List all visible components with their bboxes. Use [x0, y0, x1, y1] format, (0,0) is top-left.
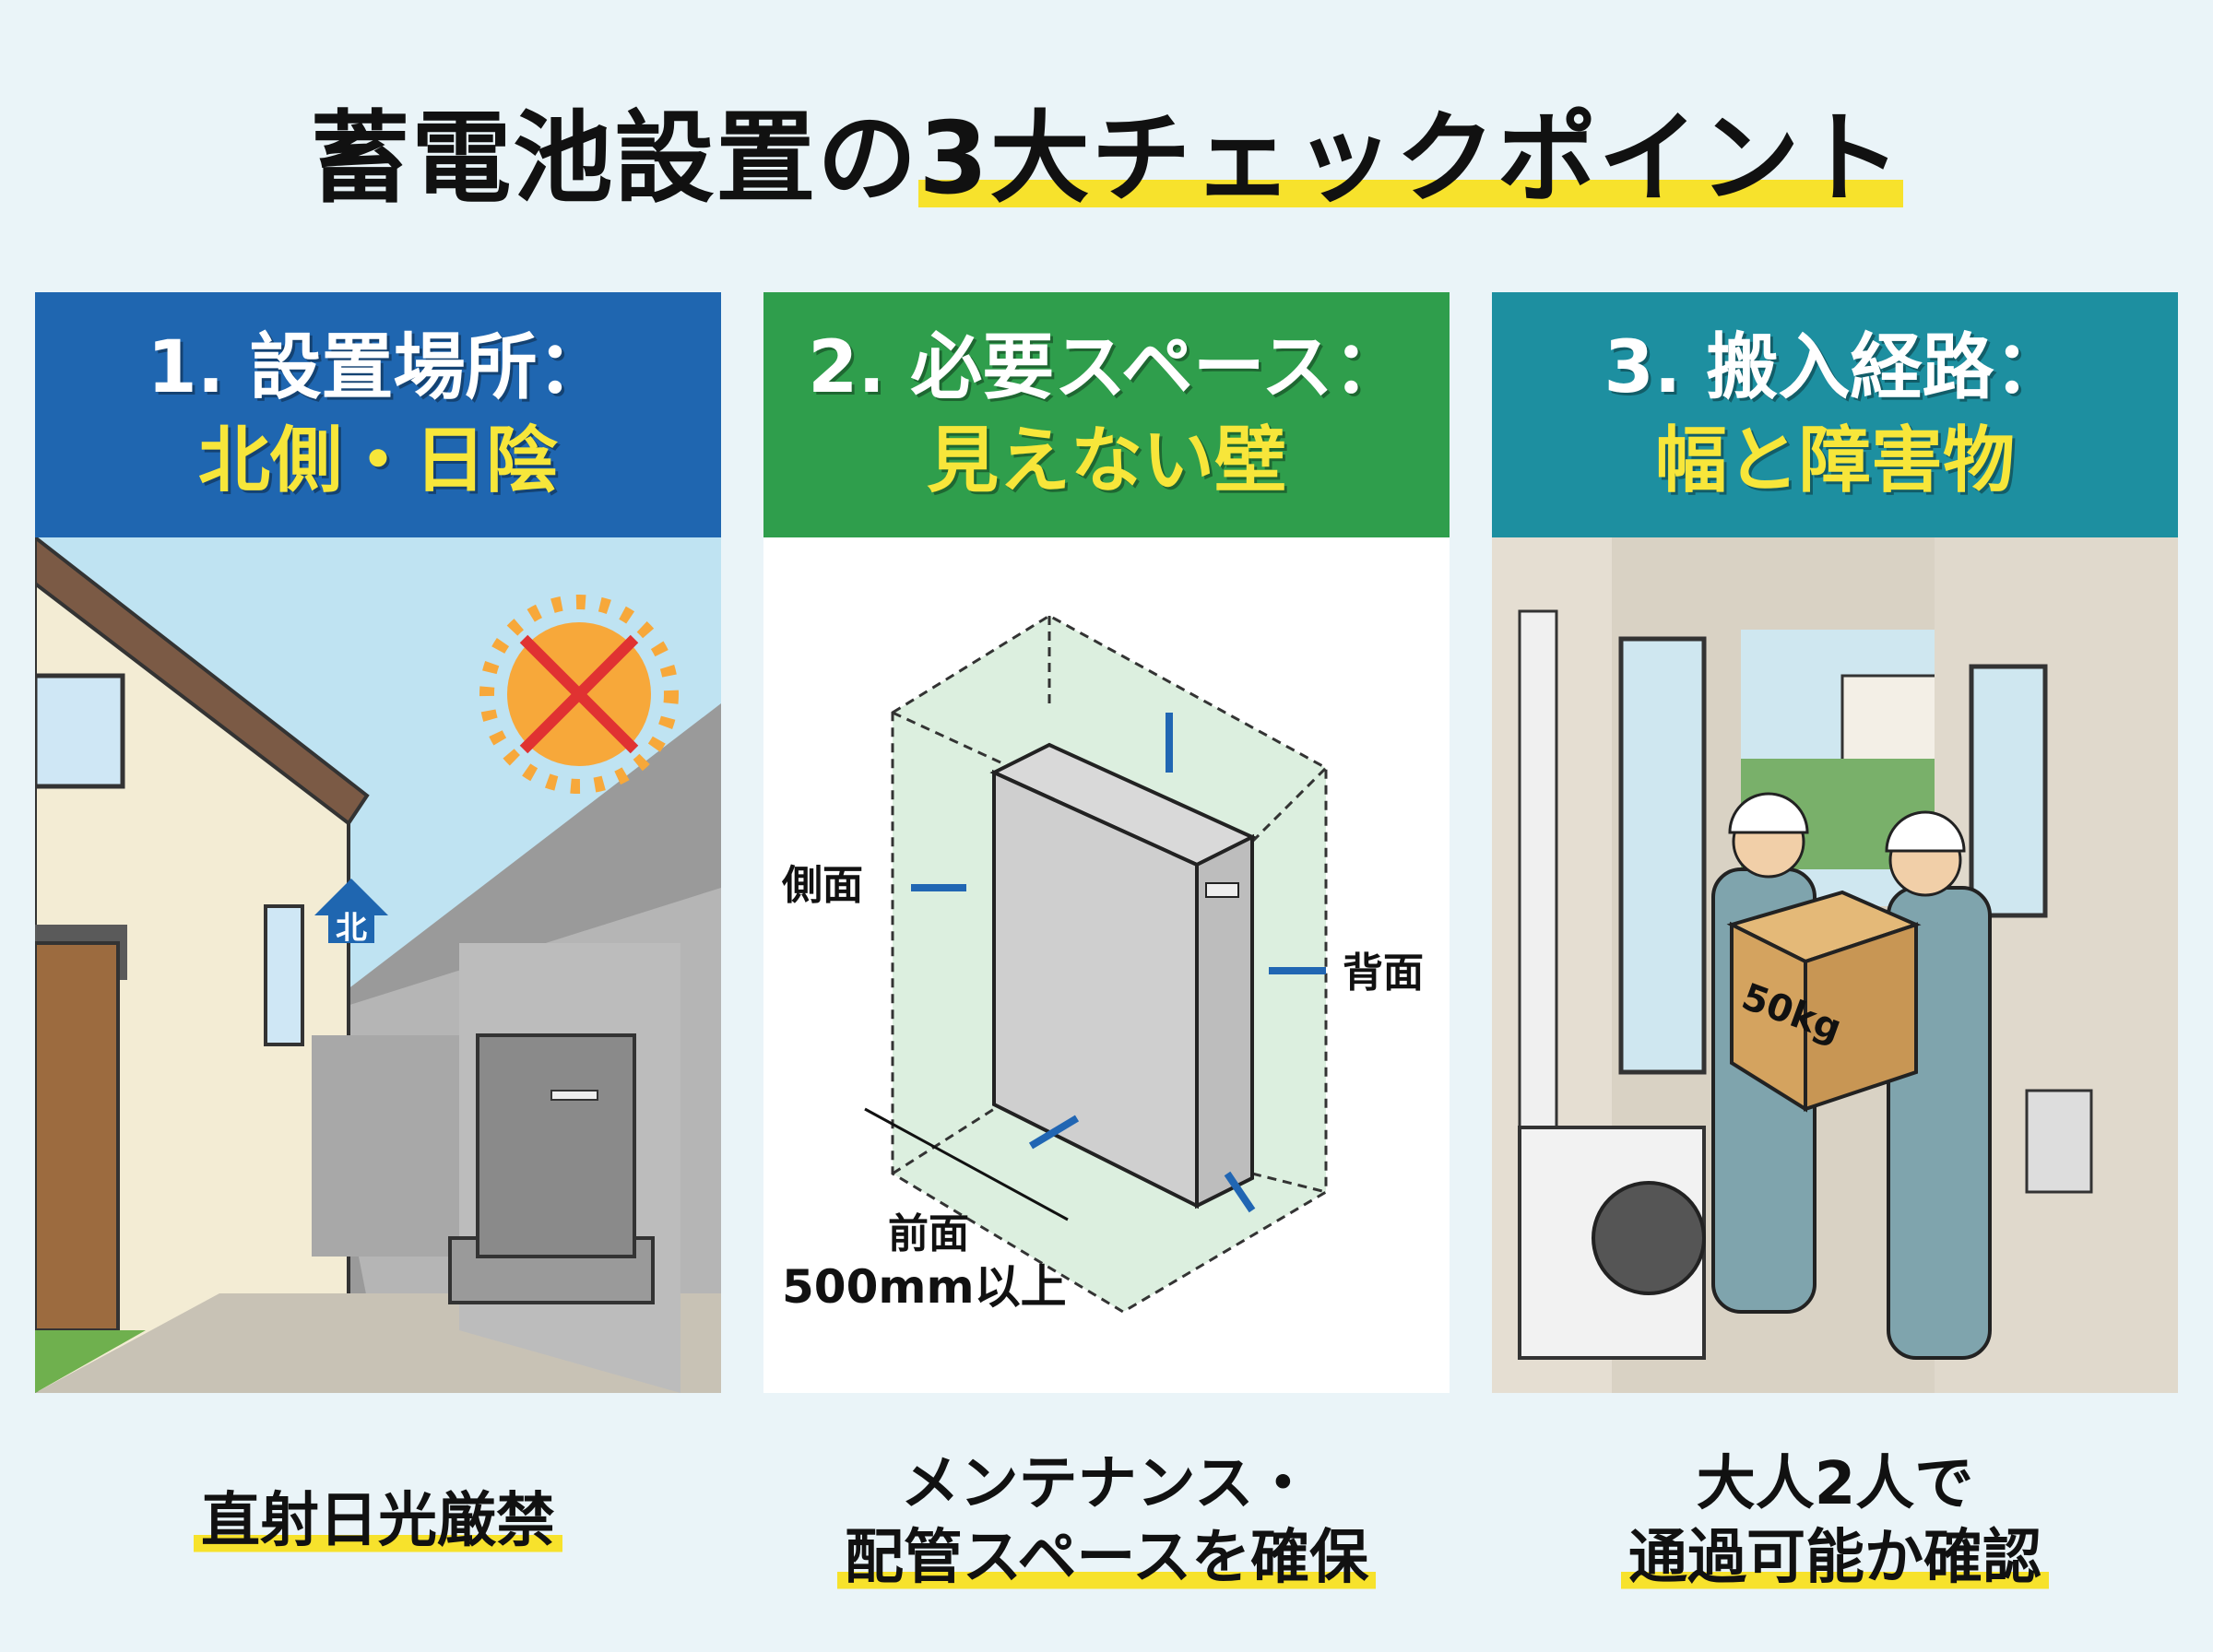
- panel-subheading: 北側・日陰: [197, 419, 558, 502]
- cardboard-box: 50kg: [1726, 890, 1922, 1113]
- title-part2-highlight: 3大チェックポイント: [918, 101, 1903, 217]
- title-part1: 蓄電池設置の: [310, 101, 919, 217]
- clearance-diagram: 側面 背面 前面 500mm以上: [763, 537, 1450, 1393]
- caption-line: 直射日光厳禁: [194, 1487, 562, 1555]
- panel-heading: 1. 設置場所：: [147, 325, 609, 409]
- north-arrow-icon: 北: [314, 879, 388, 947]
- page-title: 蓄電池設置の3大チェックポイント: [0, 78, 2213, 222]
- worker-right: [1885, 810, 1992, 1360]
- caption-3: 大人2人で 通過可能か確認: [1492, 1447, 2178, 1595]
- side-label: 側面: [781, 862, 863, 909]
- battery-unit: [448, 1033, 655, 1304]
- back-label: 背面: [1343, 950, 1424, 997]
- panel-required-space: 2. 必要スペース： 見えない壁 側面 背面 前面 500mm以上: [763, 292, 1450, 1393]
- panel-header: 3. 搬入経路： 幅と障害物: [1492, 292, 2178, 537]
- distance-label: 500mm以上: [782, 1260, 1067, 1314]
- panel-subheading: 幅と障害物: [1654, 419, 2015, 502]
- house-north-side-illustration: 北: [35, 537, 721, 1393]
- front-label: 前面: [888, 1210, 969, 1257]
- panel-header: 2. 必要スペース： 見えない壁: [763, 292, 1450, 537]
- caption-1: 直射日光厳禁: [35, 1484, 721, 1558]
- delivery-workers-illustration: 50kg: [1492, 537, 2178, 1393]
- panel-heading: 2. 必要スペース：: [808, 325, 1405, 409]
- panel-delivery-route: 3. 搬入経路： 幅と障害物 50kg: [1492, 292, 2178, 1393]
- panel-heading: 3. 搬入経路：: [1604, 325, 2066, 409]
- clearance-arrows: [911, 713, 1326, 1213]
- caption-line: メンテナンス・: [900, 1450, 1313, 1518]
- panel-header: 1. 設置場所： 北側・日陰: [35, 292, 721, 537]
- no-sun-icon: [479, 595, 679, 794]
- caption-line-highlight: 配管スペースを確保: [836, 1524, 1377, 1592]
- battery-unit: [989, 742, 1257, 1210]
- caption-2: メンテナンス・ 配管スペースを確保: [763, 1447, 1450, 1595]
- panel-installation-location: 1. 設置場所： 北側・日陰 北: [35, 292, 721, 1393]
- caption-line-highlight: 通過可能か確認: [1621, 1524, 2049, 1592]
- panel-subheading: 見えない壁: [926, 419, 1286, 502]
- caption-line: 大人2人で: [1696, 1450, 1974, 1518]
- north-label: 北: [336, 910, 367, 947]
